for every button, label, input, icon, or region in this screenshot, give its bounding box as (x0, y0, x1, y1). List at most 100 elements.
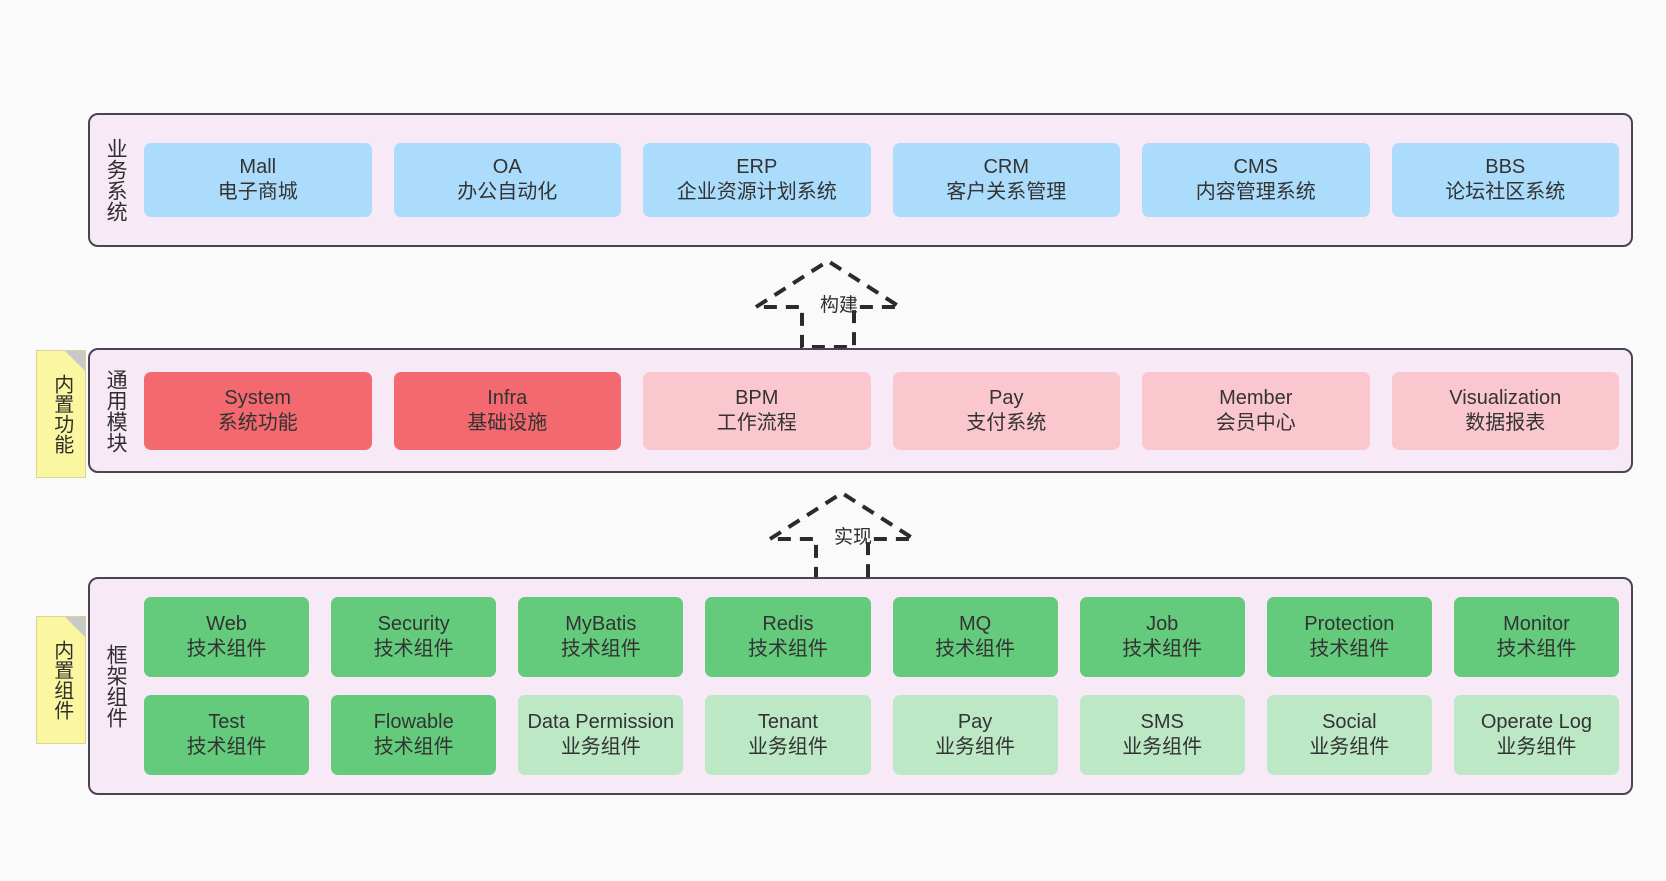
card-row: Web 技术组件 Security 技术组件 MyBatis 技术组件 Redi… (144, 597, 1619, 677)
card-subtitle: 技术组件 (373, 638, 454, 660)
card-web[interactable]: Web 技术组件 (144, 597, 310, 677)
card-mall[interactable]: Mall 电子商城 (144, 143, 372, 217)
card-pay-component[interactable]: Pay 业务组件 (892, 695, 1058, 775)
card-subtitle: 技术组件 (1122, 638, 1203, 660)
card-title: Flowable (373, 711, 454, 733)
card-subtitle: 技术组件 (1309, 638, 1390, 660)
card-title: Web (206, 613, 247, 635)
hollow-arrow-up-icon (763, 490, 921, 581)
card-pay-module[interactable]: Pay 支付系统 (892, 371, 1120, 450)
hollow-arrow-up-icon (749, 258, 907, 349)
card-title: Pay (957, 711, 993, 733)
card-mybatis[interactable]: MyBatis 技术组件 (518, 597, 684, 677)
card-title: MyBatis (565, 613, 637, 635)
layer-body-business-system: Mall 电子商城 OA 办公自动化 ERP 企业资源计划系统 CRM 客户关系… (140, 115, 1631, 245)
card-title: Protection (1304, 613, 1395, 635)
card-subtitle: 业务组件 (1496, 736, 1577, 758)
card-title: Member (1219, 386, 1293, 409)
connector-implement: 实现 (763, 489, 921, 581)
note-builtin-functions: 内置功能 (36, 350, 86, 478)
note-label: 内置组件 (50, 640, 73, 720)
card-title: BBS (1485, 156, 1526, 178)
card-subtitle: 客户关系管理 (946, 181, 1067, 203)
card-subtitle: 技术组件 (747, 638, 828, 660)
note-label: 内置功能 (50, 374, 73, 454)
card-mq[interactable]: MQ 技术组件 (892, 597, 1058, 677)
card-subtitle: 数据报表 (1465, 411, 1546, 434)
card-title: Test (208, 711, 245, 733)
card-subtitle: 企业资源计划系统 (676, 181, 837, 203)
card-title: OA (492, 156, 522, 178)
connector-label-implement: 实现 (834, 527, 873, 548)
card-row: Test 技术组件 Flowable 技术组件 Data Permission … (144, 695, 1619, 775)
card-subtitle: 业务组件 (1309, 736, 1390, 758)
layer-label-framework-components: 框架组件 (104, 644, 128, 728)
card-subtitle: 工作流程 (716, 411, 797, 434)
card-bpm[interactable]: BPM 工作流程 (643, 371, 871, 450)
layer-business-system: 业务系统 Mall 电子商城 OA 办公自动化 ERP 企业资源计划系统 CRM… (88, 113, 1633, 247)
card-title: Redis (762, 613, 814, 635)
card-visualization[interactable]: Visualization 数据报表 (1391, 371, 1619, 450)
card-subtitle: 技术组件 (560, 638, 641, 660)
card-subtitle: 技术组件 (935, 638, 1016, 660)
card-title: Data Permission (527, 711, 675, 733)
card-title: Tenant (757, 711, 818, 733)
card-subtitle: 电子商城 (217, 181, 298, 203)
connector-label-build: 构建 (820, 295, 859, 316)
card-title: SMS (1140, 711, 1184, 733)
note-builtin-components: 内置组件 (36, 616, 86, 744)
card-tenant[interactable]: Tenant 业务组件 (705, 695, 871, 775)
card-title: Social (1322, 711, 1377, 733)
card-infra[interactable]: Infra 基础设施 (393, 371, 621, 450)
card-security[interactable]: Security 技术组件 (331, 597, 497, 677)
card-crm[interactable]: CRM 客户关系管理 (892, 143, 1120, 217)
card-title: CMS (1233, 156, 1278, 178)
card-title: Visualization (1449, 386, 1562, 409)
card-title: System (224, 386, 292, 409)
layer-label-business-system: 业务系统 (104, 138, 128, 222)
layer-body-common-modules: System 系统功能 Infra 基础设施 BPM 工作流程 Pay 支付系统… (140, 350, 1631, 471)
card-erp[interactable]: ERP 企业资源计划系统 (643, 143, 871, 217)
layer-common-modules: 通用模块 System 系统功能 Infra 基础设施 BPM 工作流程 Pay… (88, 348, 1633, 473)
card-sms[interactable]: SMS 业务组件 (1079, 695, 1245, 775)
card-operate-log[interactable]: Operate Log 业务组件 (1453, 695, 1619, 775)
layer-body-framework-components: Web 技术组件 Security 技术组件 MyBatis 技术组件 Redi… (140, 579, 1631, 793)
card-system[interactable]: System 系统功能 (144, 371, 372, 450)
card-oa[interactable]: OA 办公自动化 (393, 143, 621, 217)
card-subtitle: 技术组件 (373, 736, 454, 758)
card-job[interactable]: Job 技术组件 (1079, 597, 1245, 677)
card-subtitle: 基础设施 (467, 411, 548, 434)
card-member[interactable]: Member 会员中心 (1142, 371, 1370, 450)
card-subtitle: 会员中心 (1215, 411, 1296, 434)
card-title: CRM (983, 156, 1030, 178)
card-subtitle: 业务组件 (935, 736, 1016, 758)
card-title: MQ (958, 613, 992, 635)
card-protection[interactable]: Protection 技术组件 (1266, 597, 1432, 677)
layer-label-common-modules: 通用模块 (104, 368, 128, 453)
card-title: ERP (736, 156, 778, 178)
connector-build: 构建 (749, 257, 907, 349)
card-monitor[interactable]: Monitor 技术组件 (1453, 597, 1619, 677)
card-flowable[interactable]: Flowable 技术组件 (331, 695, 497, 775)
card-test[interactable]: Test 技术组件 (144, 695, 310, 775)
card-subtitle: 业务组件 (1122, 736, 1203, 758)
card-title: Mall (239, 156, 277, 178)
card-row: Mall 电子商城 OA 办公自动化 ERP 企业资源计划系统 CRM 客户关系… (144, 143, 1619, 217)
card-bbs[interactable]: BBS 论坛社区系统 (1391, 143, 1619, 217)
card-subtitle: 办公自动化 (457, 181, 558, 203)
card-subtitle: 支付系统 (966, 411, 1047, 434)
card-subtitle: 系统功能 (217, 411, 298, 434)
card-subtitle: 技术组件 (186, 736, 267, 758)
card-cms[interactable]: CMS 内容管理系统 (1142, 143, 1370, 217)
card-subtitle: 论坛社区系统 (1445, 181, 1566, 203)
card-subtitle: 业务组件 (560, 736, 641, 758)
card-data-permission[interactable]: Data Permission 业务组件 (518, 695, 684, 775)
card-redis[interactable]: Redis 技术组件 (705, 597, 871, 677)
card-social[interactable]: Social 业务组件 (1266, 695, 1432, 775)
card-title: Security (377, 613, 450, 635)
card-title: Job (1146, 613, 1179, 635)
card-title: Operate Log (1480, 711, 1593, 733)
card-title: Infra (487, 386, 528, 409)
card-row: System 系统功能 Infra 基础设施 BPM 工作流程 Pay 支付系统… (144, 371, 1619, 450)
